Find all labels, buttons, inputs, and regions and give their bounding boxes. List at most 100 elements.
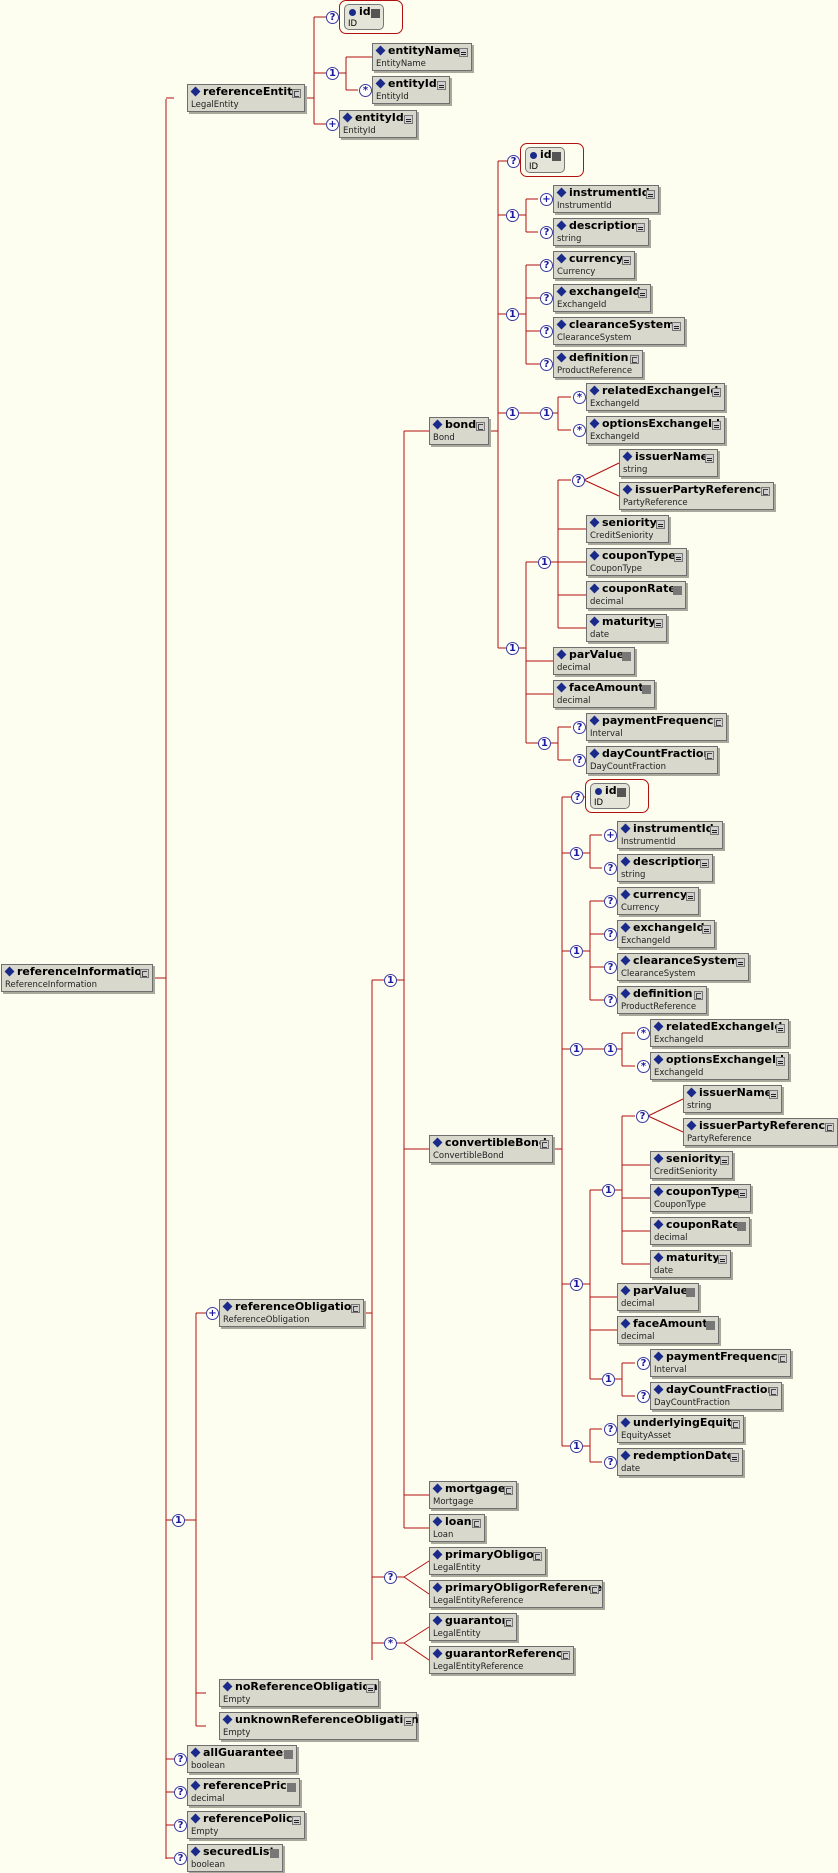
element-name: seniority [666, 1152, 721, 1165]
element-diamond-icon [342, 112, 353, 123]
element-name: clearanceSystem [633, 954, 739, 967]
element-diamond-icon [620, 889, 631, 900]
element-diamond-icon [589, 748, 600, 759]
complex-type-icon [504, 1618, 513, 1627]
element-type: CouponType [654, 1200, 707, 1210]
content-icon [769, 1090, 778, 1099]
element-diamond-icon [432, 1582, 443, 1593]
element-diamond-icon [556, 649, 567, 660]
simple-type-icon [284, 1750, 293, 1759]
element-diamond-icon [222, 1681, 233, 1692]
element-type: string [557, 234, 582, 244]
optional-indicator-icon: ? [540, 226, 553, 239]
optional-indicator-icon: ? [637, 1390, 650, 1403]
element-diamond-icon [620, 955, 631, 966]
complex-type-icon [761, 487, 770, 496]
attribute-type-icon [552, 152, 561, 161]
element-type: Mortgage [433, 1497, 474, 1507]
optional-indicator-icon: ? [572, 474, 585, 487]
element-type: LegalEntity [433, 1563, 481, 1573]
element-type: string [621, 870, 646, 880]
connector-curve [647, 1115, 684, 1133]
element-diamond-icon [190, 1780, 201, 1791]
element-diamond-icon [589, 517, 600, 528]
element-type: decimal [590, 597, 624, 607]
complex-type-icon [504, 1486, 513, 1495]
element-name: relatedExchangeId [666, 1020, 783, 1033]
one-indicator-icon: 1 [540, 407, 553, 420]
element-type: PartyReference [687, 1134, 752, 1144]
element-diamond-icon [432, 1648, 443, 1659]
element-type: date [654, 1266, 674, 1276]
element-type: DayCountFraction [590, 762, 666, 772]
element-name: issuerName [699, 1086, 773, 1099]
complex-type-icon [769, 1387, 778, 1396]
element-type: LegalEntity [433, 1629, 481, 1639]
element-diamond-icon [432, 1137, 443, 1148]
element-type: date [590, 630, 610, 640]
